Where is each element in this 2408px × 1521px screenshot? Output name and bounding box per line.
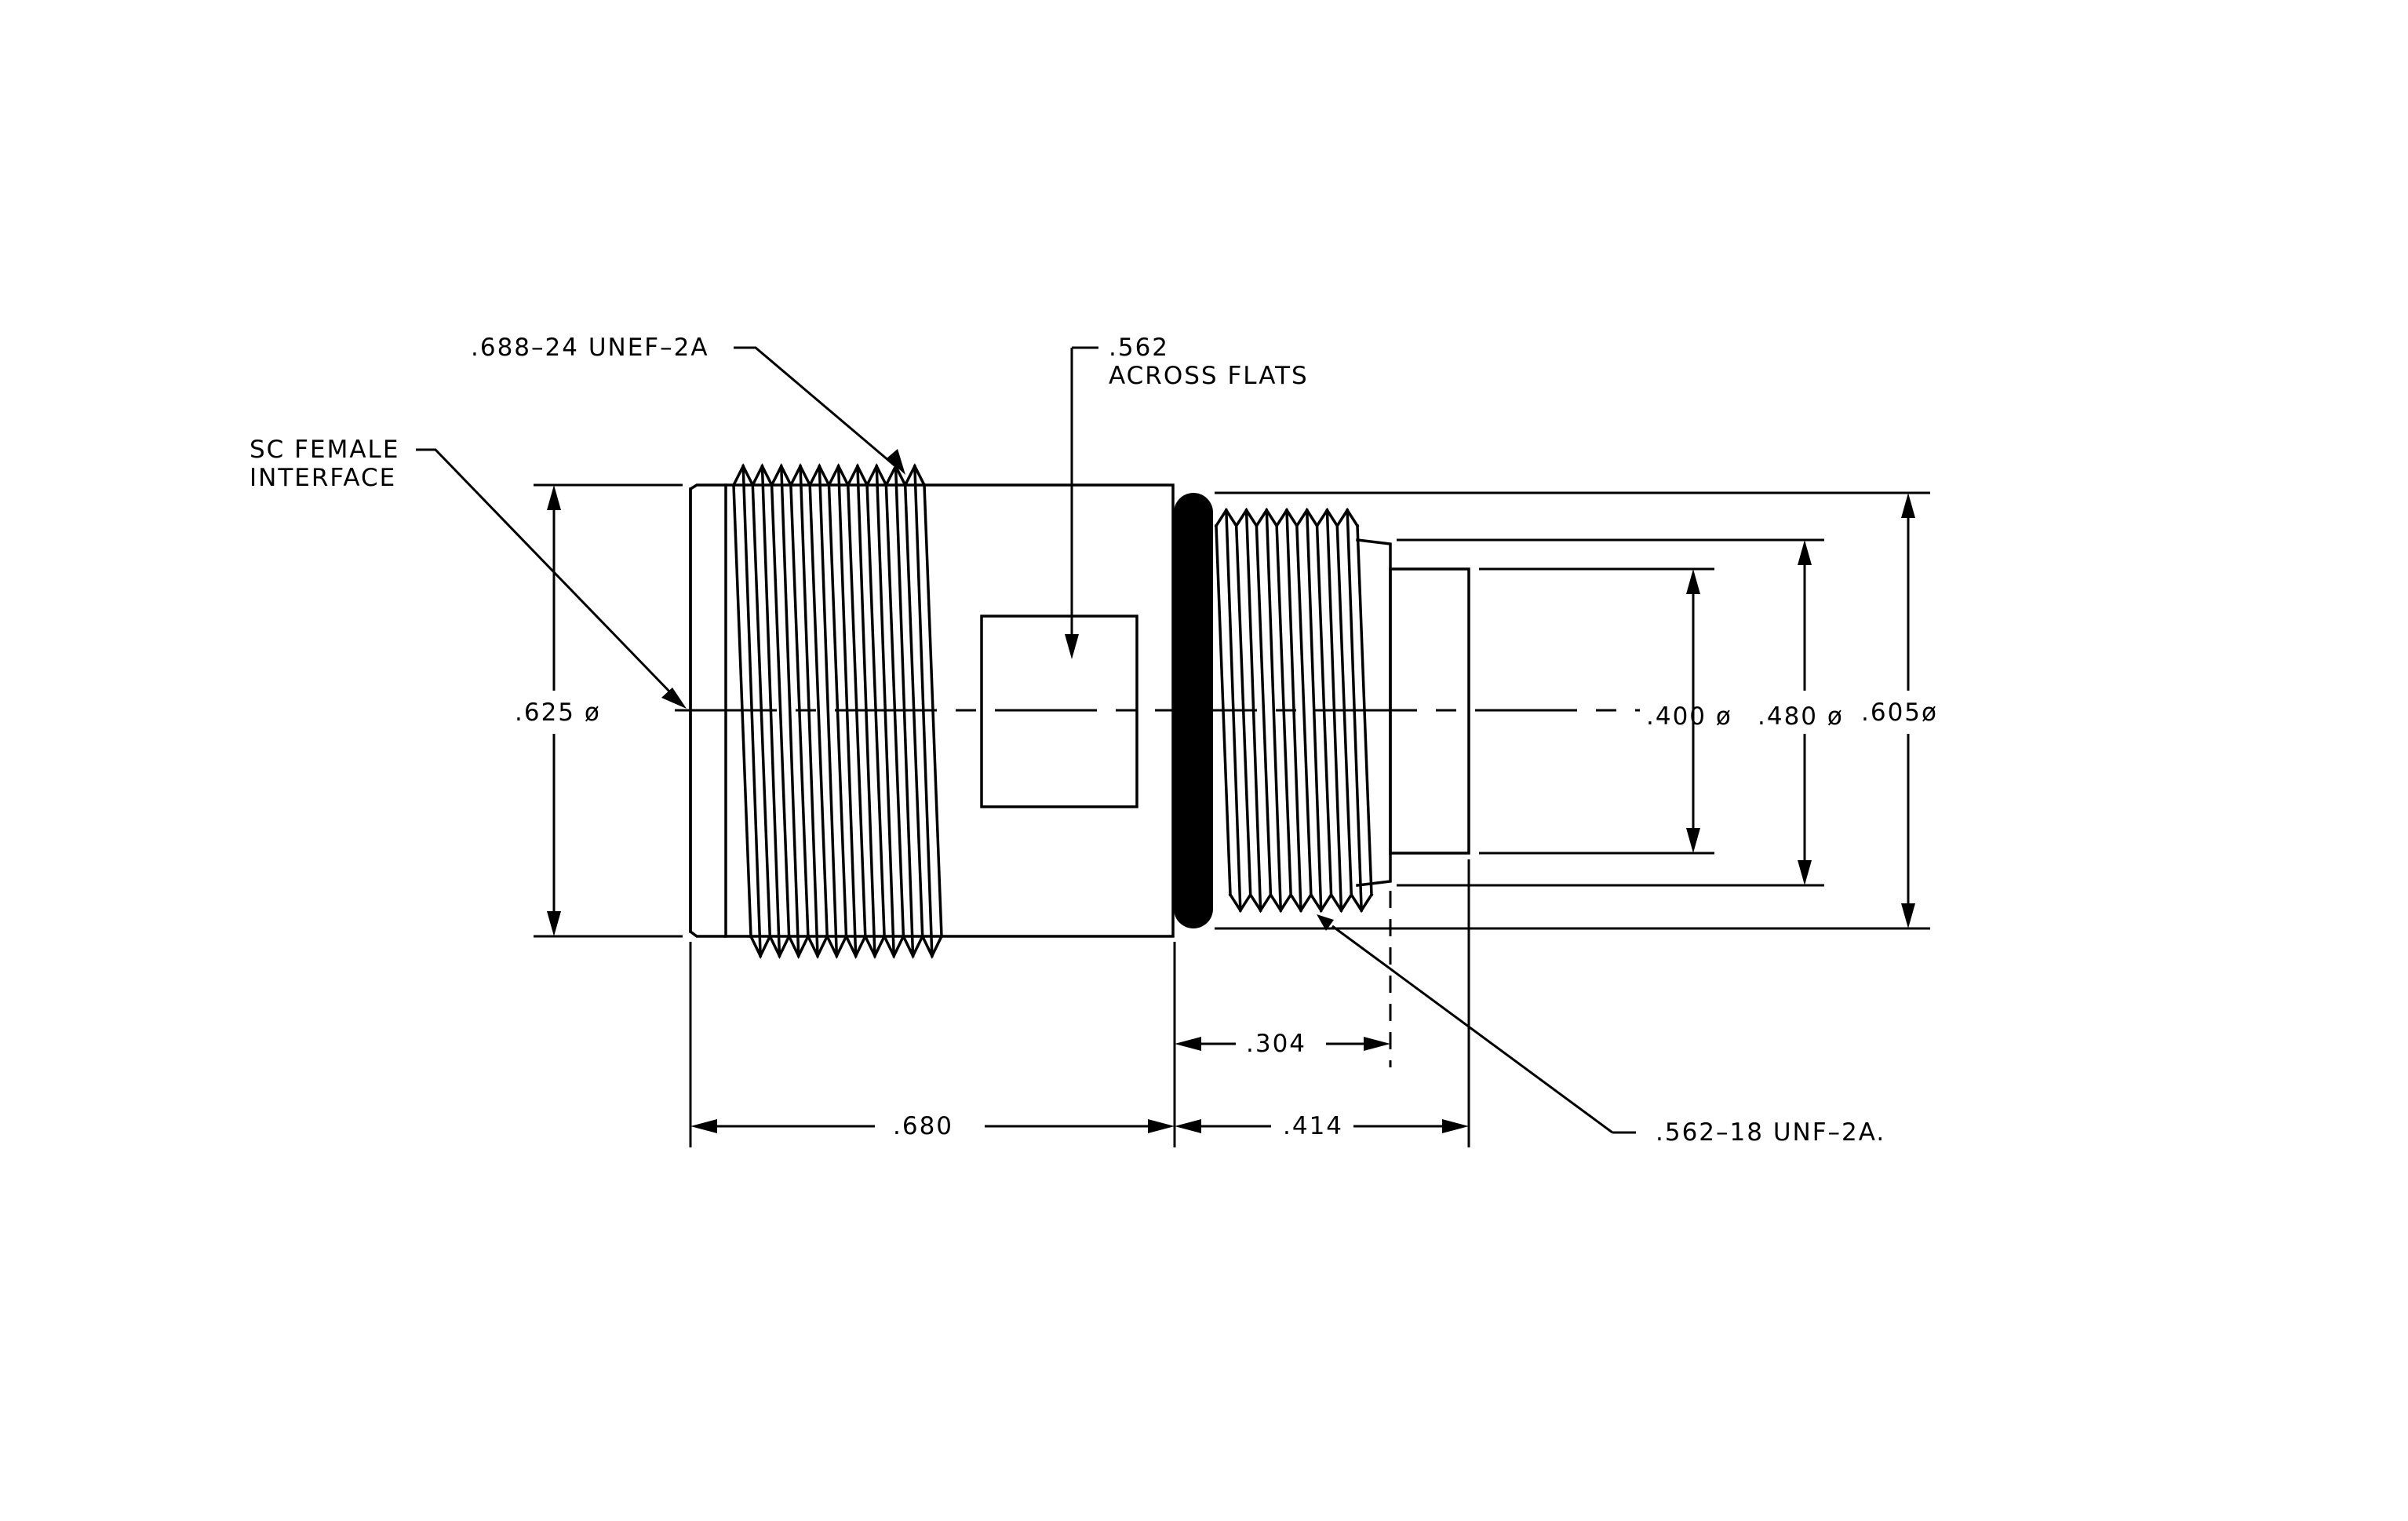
flats-text-label: ACROSS FLATS <box>1109 362 1309 390</box>
thread-small-label: .562–18 UNF–2A. <box>1656 1118 1885 1147</box>
flats-value-label: .562 <box>1109 334 1169 362</box>
length-body-label: .680 <box>893 1112 953 1140</box>
leader-lines <box>416 346 1636 1134</box>
neck <box>1356 538 1470 887</box>
diameter-middle-label: .480 ø <box>1758 702 1844 731</box>
diameter-body-label: .625 ø <box>515 698 601 727</box>
diameter-inner-label: .400 ø <box>1646 702 1732 731</box>
wrench-flats <box>980 615 1138 808</box>
thread-large-label: .688–24 UNEF–2A <box>471 334 709 362</box>
interface-label-line1: SC FEMALE <box>250 436 399 464</box>
diameter-outer-label: .605ø <box>1861 698 1938 727</box>
length-thread-section-label: .414 <box>1283 1112 1343 1140</box>
interface-label-line2: INTERFACE <box>250 464 396 492</box>
extension-lines <box>534 483 1930 1147</box>
length-thread-label: .304 <box>1246 1030 1306 1058</box>
arrowheads <box>547 449 1915 1133</box>
